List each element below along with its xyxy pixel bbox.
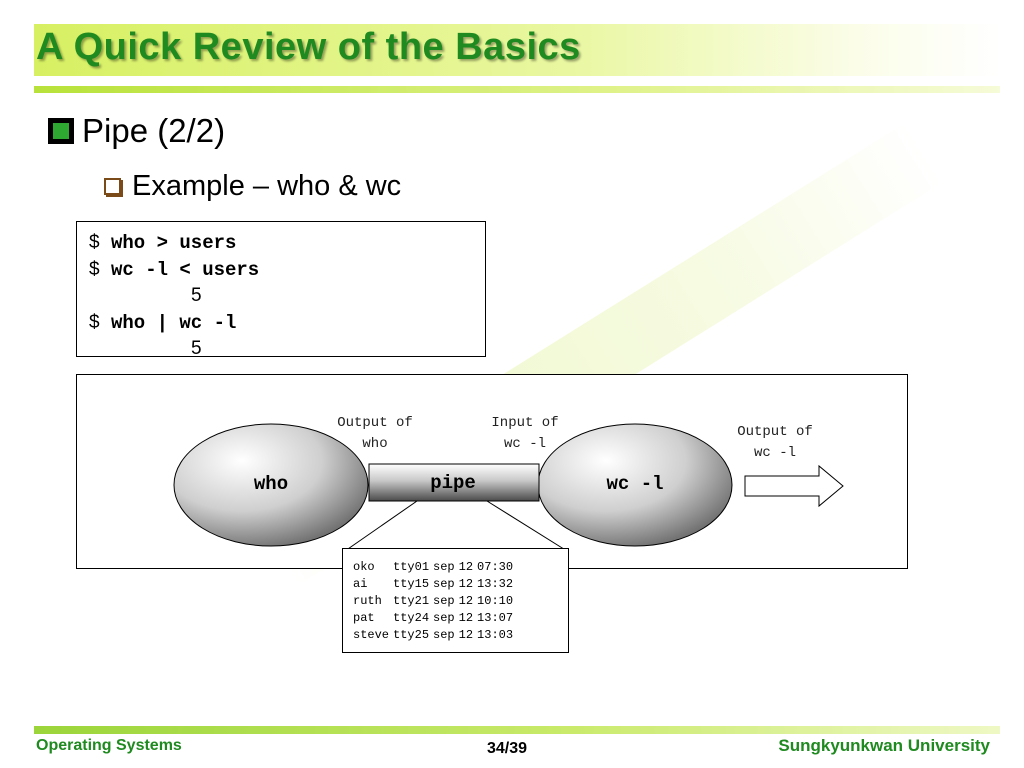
code-line: $ who | wc -l: [89, 309, 485, 336]
table-cell: sep: [433, 628, 455, 642]
who-process-label: who: [253, 473, 289, 495]
bullet-level2-text: Example – who & wc: [132, 170, 402, 202]
title-underline: [34, 86, 1000, 93]
pipe-rect: [368, 463, 540, 502]
table-cell: 12: [458, 628, 474, 642]
table-cell: pat: [353, 611, 375, 625]
wc-process-label: wc -l: [606, 473, 664, 495]
label-output-of-wc: Output of wc -l: [737, 424, 813, 461]
table-cell: sep: [433, 594, 455, 608]
output-arrow-icon: [744, 464, 844, 508]
table-cell: tty01: [393, 560, 430, 574]
table-cell: 13:32: [477, 577, 514, 591]
callout-line-right: [486, 500, 568, 552]
bullet-level2: Example – who & wc: [104, 170, 401, 203]
table-cell: tty15: [393, 577, 430, 591]
table-cell: 12: [458, 594, 474, 608]
shell-example-box: $ who > users $ wc -l < users 5 $ who | …: [76, 221, 486, 359]
footer-line: [34, 726, 1000, 734]
table-cell: 07:30: [477, 560, 514, 574]
shell-result: 5: [191, 338, 202, 359]
shell-command: who > users: [110, 232, 237, 254]
shell-prompt: $: [89, 259, 100, 280]
shell-result: 5: [191, 285, 202, 306]
table-cell: oko: [353, 560, 375, 574]
shell-prompt: $: [89, 312, 100, 333]
square-bullet-icon: [48, 118, 74, 144]
table-cell: sep: [433, 577, 455, 591]
table-cell: tty24: [393, 611, 430, 625]
who-process-ellipse: [173, 423, 369, 547]
table-cell: 13:03: [477, 628, 514, 642]
page-number: 34/39: [487, 740, 528, 757]
bullet-level1-text: Pipe (2/2): [82, 112, 226, 149]
table-cell: tty21: [393, 594, 430, 608]
label-input-of-wc: Input of wc -l: [491, 415, 559, 452]
hollow-square-bullet-icon: [104, 178, 121, 195]
table-cell: 10:10: [477, 594, 514, 608]
table-cell: 12: [458, 577, 474, 591]
code-line: $ wc -l < users: [89, 256, 485, 283]
shell-prompt: $: [89, 232, 100, 253]
footer-university: Sungkyunkwan University: [778, 736, 990, 755]
table-cell: sep: [433, 560, 455, 574]
table-cell: 13:07: [477, 611, 514, 625]
table-cell: ruth: [353, 594, 382, 608]
table-cell: ai: [353, 577, 368, 591]
code-line: $ who > users: [89, 229, 485, 256]
pipe-diagram-graphic: [173, 423, 844, 552]
slide-title: A Quick Review of the Basics: [36, 26, 581, 68]
footer-course: Operating Systems: [36, 737, 182, 754]
table-cell: 12: [458, 611, 474, 625]
pipe-label: pipe: [430, 472, 476, 494]
table-cell: tty25: [393, 628, 430, 642]
label-output-of-who: Output of who: [337, 415, 413, 452]
shell-command: who | wc -l: [110, 312, 237, 334]
table-cell: steve: [353, 628, 390, 642]
shell-command: wc -l < users: [110, 259, 260, 281]
title-band: [34, 24, 1000, 76]
bullet-level1: Pipe (2/2): [48, 112, 225, 150]
pipe-diagram: Output of who Input of wc -l Output of w…: [76, 374, 908, 569]
callout-line-left: [344, 500, 418, 552]
table-cell: sep: [433, 611, 455, 625]
table-cell: 12: [458, 560, 474, 574]
